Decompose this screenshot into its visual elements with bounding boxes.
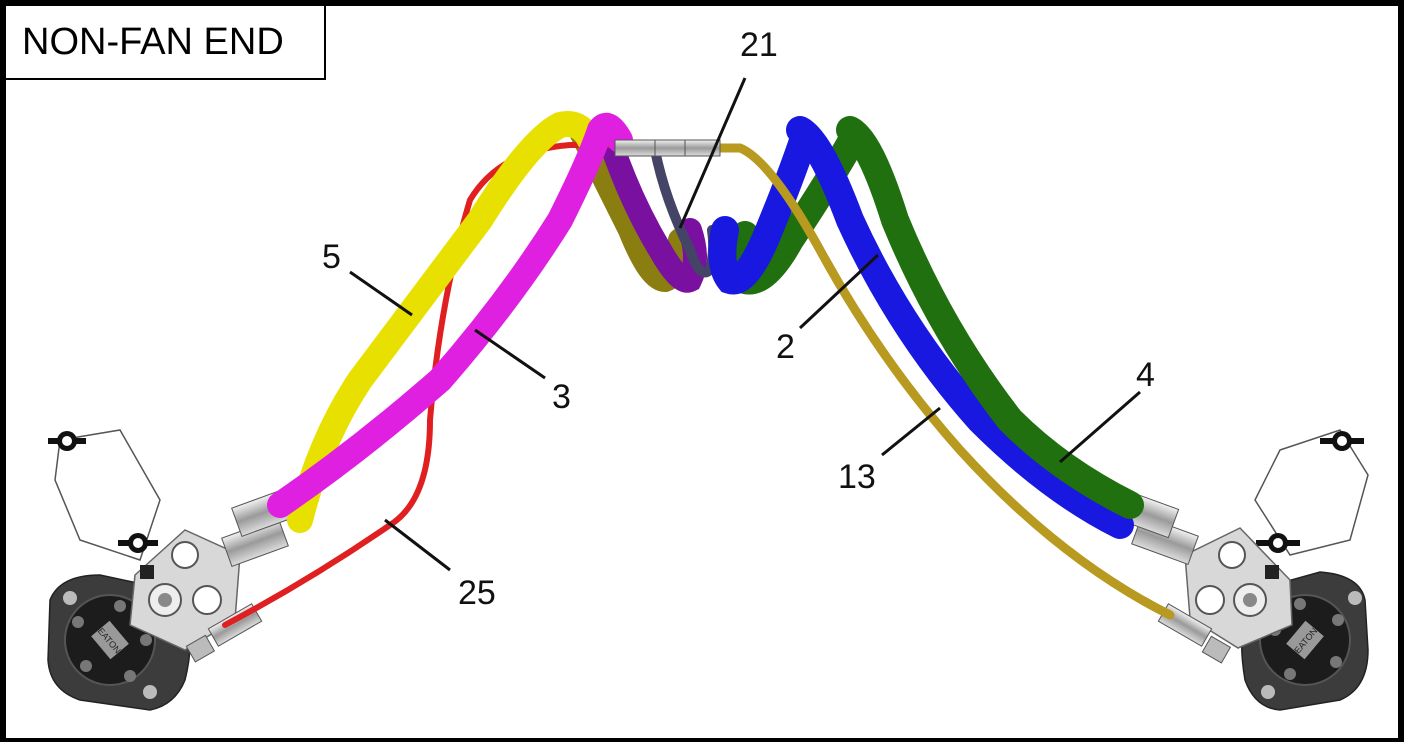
leader-21: [678, 77, 747, 229]
callout-25: 25: [458, 574, 496, 612]
leader-25: [384, 518, 451, 572]
callout-5: 5: [322, 238, 341, 276]
page-title: NON-FAN END: [22, 20, 284, 63]
hose-25: [222, 142, 623, 628]
left-gasket-plate: [54, 429, 161, 561]
right-pump-label-plate: [1286, 620, 1324, 660]
hose-13: [695, 143, 1175, 620]
hose-2: [786, 116, 1134, 539]
callout-13: 13: [838, 458, 876, 496]
left-pump-label-plate: [91, 620, 129, 660]
hose-2-top: [708, 121, 819, 295]
hose-4: [836, 116, 1144, 519]
callout-21: 21: [740, 26, 778, 64]
left-wing-nut-top: [48, 431, 86, 451]
hose-3: [267, 112, 633, 518]
leader-3: [474, 328, 546, 380]
hose-diagram: EATON: [47, 26, 1369, 711]
hoses: [222, 111, 1175, 628]
callout-3: 3: [552, 378, 571, 416]
left-wing-nut-bottom: [118, 533, 158, 553]
callout-4: 4: [1136, 356, 1155, 394]
leader-13: [881, 406, 941, 457]
right-gasket-plate: [1254, 429, 1369, 556]
hose-5: [287, 111, 603, 533]
right-wing-nut-bottom: [1256, 533, 1300, 553]
top-center-fittings: [614, 139, 721, 157]
callout-labels: 21 5 3 2 4 13 25: [322, 26, 1155, 612]
callout-2: 2: [776, 328, 795, 366]
leader-5: [349, 270, 413, 317]
leader-2: [798, 253, 880, 330]
right-wing-nut-top: [1320, 431, 1364, 451]
leader-lines: [349, 77, 1141, 572]
right-pump-assembly: EATON: [1120, 429, 1369, 711]
leader-4: [1059, 390, 1141, 464]
title-box: NON-FAN END: [6, 6, 326, 80]
left-pump-assembly: EATON: [47, 429, 299, 711]
diagram-canvas: EATON: [6, 6, 1398, 738]
